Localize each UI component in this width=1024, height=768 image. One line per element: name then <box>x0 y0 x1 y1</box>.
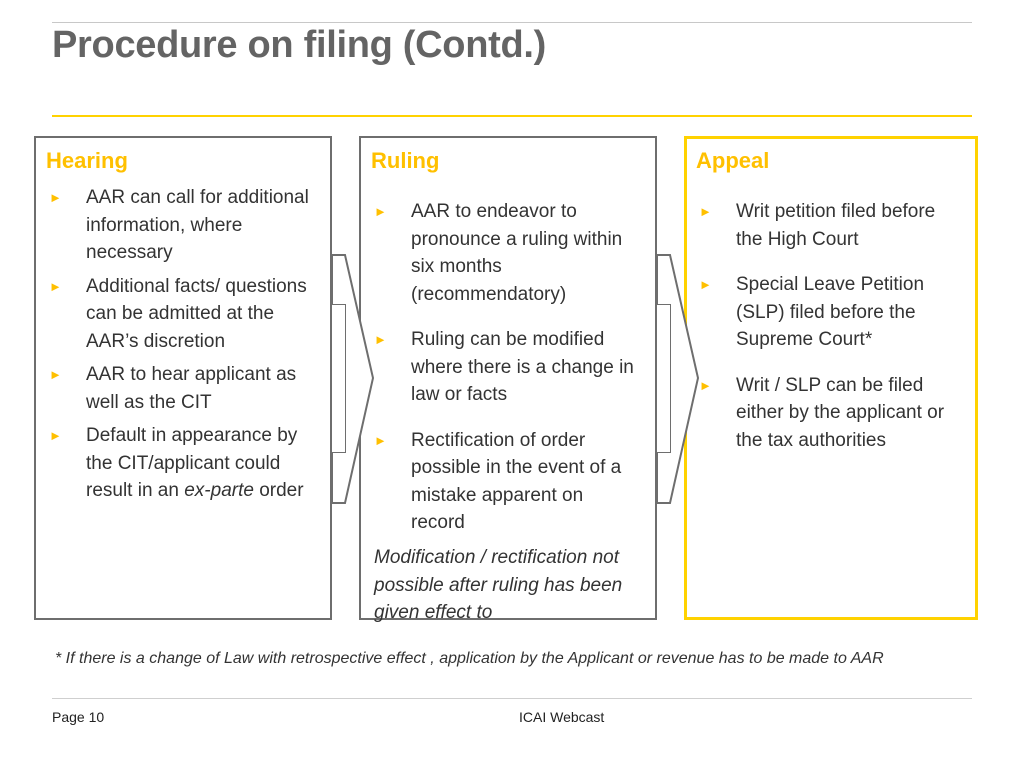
appeal-box: Appeal ►Writ petition filed before the H… <box>684 136 978 620</box>
list-item: ►AAR to hear applicant as well as the CI… <box>46 361 316 416</box>
bullet-triangle-icon: ► <box>49 278 62 294</box>
hearing-heading: Hearing <box>46 148 128 173</box>
bullet-triangle-icon: ► <box>49 190 62 205</box>
page-number: Page 10 <box>52 709 105 725</box>
bullet-triangle-icon: ► <box>374 332 387 347</box>
bullet-triangle-icon: ► <box>374 432 387 448</box>
footer-label: ICAI Webcast <box>519 709 605 725</box>
bullet-triangle-icon: ► <box>374 204 387 219</box>
top-divider <box>52 22 972 23</box>
bullet-triangle-icon: ► <box>699 277 712 292</box>
bullet-triangle-icon: ► <box>699 204 712 219</box>
ruling-heading: Ruling <box>371 148 440 173</box>
list-item: ►Special Leave Petition (SLP) filed befo… <box>696 271 961 354</box>
chevron-arrow-icon <box>331 254 375 504</box>
list-item: ►AAR can call for additional information… <box>46 184 316 267</box>
appeal-list: ►Writ petition filed before the High Cou… <box>696 198 961 472</box>
slide-title: Procedure on filing (Contd.) <box>52 24 547 66</box>
appeal-heading: Appeal <box>696 148 770 173</box>
list-item: ►Default in appearance by the CIT/applic… <box>46 422 316 505</box>
footnote: * If there is a change of Law with retro… <box>55 650 884 667</box>
list-item: ►Ruling can be modified where there is a… <box>371 326 641 409</box>
footer-divider <box>52 698 972 699</box>
list-item: ►AAR to endeavor to pronounce a ruling w… <box>371 198 641 308</box>
ex-parte-emphasis: ex-parte <box>184 480 254 501</box>
hearing-list: ►AAR can call for additional information… <box>46 184 316 511</box>
list-item: ►Additional facts/ questions can be admi… <box>46 273 316 356</box>
list-item: ►Writ petition filed before the High Cou… <box>696 198 961 253</box>
ruling-box: Ruling ►AAR to endeavor to pronounce a r… <box>359 136 657 623</box>
title-underline <box>52 115 972 117</box>
ruling-list: ►AAR to endeavor to pronounce a ruling w… <box>371 198 641 555</box>
bullet-triangle-icon: ► <box>49 367 62 382</box>
list-item: ►Writ / SLP can be filed either by the a… <box>696 372 961 455</box>
hearing-box: Hearing ►AAR can call for additional inf… <box>34 136 332 620</box>
chevron-arrow-icon <box>656 254 700 504</box>
list-item: ►Rectification of order possible in the … <box>371 427 641 537</box>
ruling-note: Modification / rectification not possibl… <box>374 547 623 623</box>
bullet-triangle-icon: ► <box>49 428 62 443</box>
bullet-triangle-icon: ► <box>699 377 712 393</box>
